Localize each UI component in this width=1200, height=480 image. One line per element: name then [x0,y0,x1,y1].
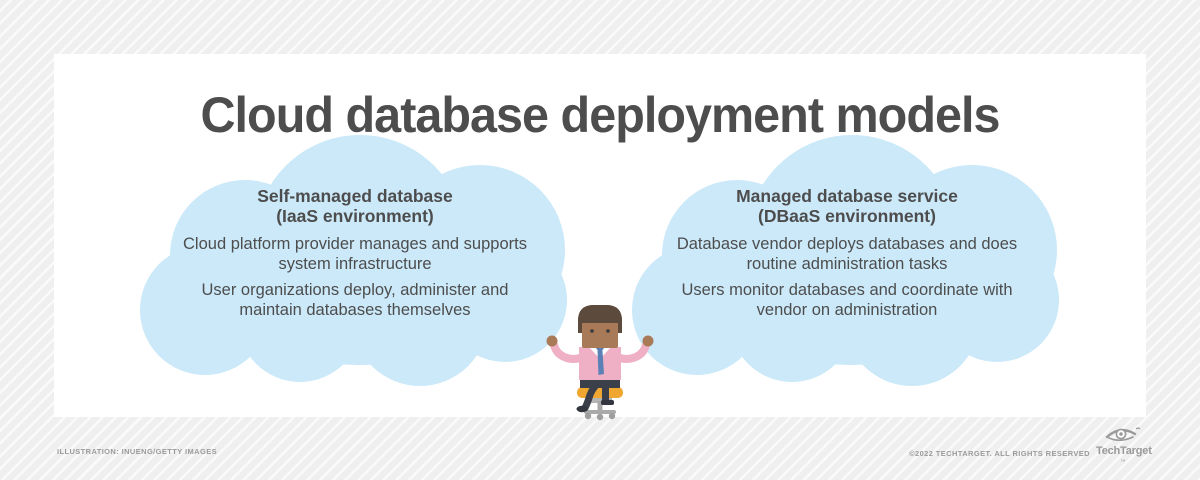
office-worker-illustration [546,305,654,421]
cloud-left-point-2: User organizations deploy, administer an… [201,281,509,319]
page-title: Cloud database deployment models [200,87,1000,143]
cloud-right-point-2: Users monitor databases and coordinate w… [681,281,1013,319]
pants [580,379,620,388]
cloud-right-text: Managed database service (DBaaS environm… [667,186,1027,320]
cloud-shape-right [632,135,1059,386]
cloud-right-point-1: Database vendor deploys databases and do… [676,235,1018,273]
cloud-left-heading-line1: Self-managed database [257,186,453,206]
left-eye [590,329,594,333]
cloud-left-point-1: Cloud platform provider manages and supp… [183,235,527,273]
cloud-shapes [140,135,1059,386]
copyright-text: ©2022 TECHTARGET. ALL RIGHTS RESERVED [909,449,1090,458]
office-chair-base [584,398,616,421]
cloud-left-heading: Self-managed database (IaaS environment) [175,186,535,226]
cloud-shape-left [140,135,567,386]
left-hand [546,335,558,347]
right-hand [642,335,654,347]
cloud-left-heading-line2: (IaaS environment) [276,205,434,226]
cloud-right-heading: Managed database service (DBaaS environm… [667,186,1027,226]
techtarget-eye-icon [1105,427,1141,441]
chair-seat [577,387,623,398]
right-eye [606,329,610,333]
trademark-symbol: ™ [1120,459,1126,465]
content-card: Cloud database deployment models Self-ma… [54,54,1146,417]
cloud-left-text: Self-managed database (IaaS environment)… [175,186,535,320]
illustration-credit: ILLUSTRATION: INUENG/GETTY IMAGES [57,447,218,456]
techtarget-wordmark: TechTarget [1096,445,1152,457]
head [578,305,622,348]
tie [596,348,604,375]
cloud-right-heading-line1: Managed database service [736,186,958,206]
techtarget-logo: TechTarget ™ [1096,426,1152,477]
cloud-right-heading-line2: (DBaaS environment) [758,205,936,226]
